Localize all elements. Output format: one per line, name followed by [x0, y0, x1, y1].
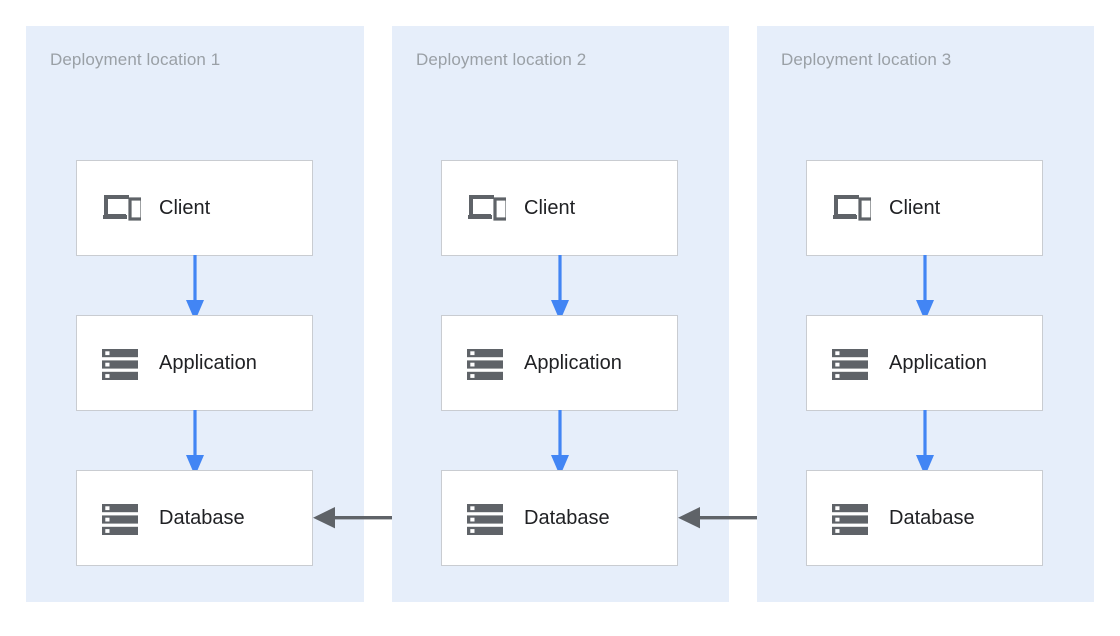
server-stack-icon: [464, 342, 506, 384]
panel-title: Deployment location 3: [781, 50, 952, 69]
node-label: Database: [889, 507, 975, 529]
node-label: Application: [889, 352, 987, 374]
flow-arrow-client-to-application-3: [912, 255, 938, 323]
panel-title: Deployment location 2: [416, 50, 587, 69]
node-database-3[interactable]: Database: [806, 470, 1043, 566]
node-database-2[interactable]: Database: [441, 470, 678, 566]
node-label: Client: [524, 197, 576, 219]
server-stack-icon: [99, 497, 141, 539]
client-devices-icon: [99, 187, 144, 229]
flow-arrow-application-to-database-1: [182, 410, 208, 478]
flow-arrow-client-to-application-2: [547, 255, 573, 323]
node-application-1[interactable]: Application: [76, 315, 313, 411]
flow-arrow-client-to-application-1: [182, 255, 208, 323]
node-client-3[interactable]: Client: [806, 160, 1043, 256]
panel-title: Deployment location 1: [50, 50, 221, 69]
node-label: Database: [159, 507, 245, 529]
flow-arrow-application-to-database-3: [912, 410, 938, 478]
server-stack-icon: [829, 497, 871, 539]
server-stack-icon: [99, 342, 141, 384]
node-database-1[interactable]: Database: [76, 470, 313, 566]
client-devices-icon: [464, 187, 509, 229]
client-devices-icon: [829, 187, 874, 229]
server-stack-icon: [829, 342, 871, 384]
node-label: Application: [159, 352, 257, 374]
node-application-3[interactable]: Application: [806, 315, 1043, 411]
node-client-1[interactable]: Client: [76, 160, 313, 256]
flow-arrow-application-to-database-2: [547, 410, 573, 478]
node-application-2[interactable]: Application: [441, 315, 678, 411]
node-label: Client: [889, 197, 941, 219]
node-label: Application: [524, 352, 622, 374]
server-stack-icon: [464, 497, 506, 539]
node-label: Database: [524, 507, 610, 529]
node-label: Client: [159, 197, 211, 219]
node-client-2[interactable]: Client: [441, 160, 678, 256]
